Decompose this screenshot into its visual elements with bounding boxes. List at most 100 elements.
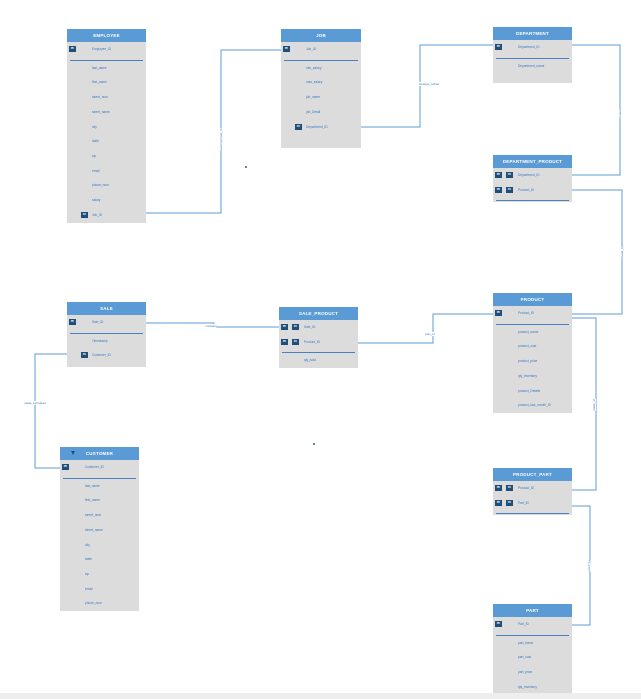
fk-key-icon: FK (506, 499, 513, 506)
attribute-row[interactable]: Department_name (493, 61, 572, 71)
attribute-row[interactable]: phone_num (60, 598, 139, 608)
attribute-row[interactable]: product_last_month_ID (493, 400, 572, 410)
attribute-row[interactable]: product_price (493, 356, 572, 366)
attribute-row[interactable]: part_price (493, 667, 572, 677)
attribute-row[interactable]: city (60, 540, 139, 550)
attribute-row[interactable]: max_salary (281, 77, 361, 87)
attribute-row[interactable]: state (60, 554, 139, 564)
connector-product-product-part[interactable] (572, 317, 597, 491)
connector-sale-product-product[interactable] (358, 313, 493, 344)
connector-sale-customer[interactable] (34, 353, 80, 469)
attribute-row[interactable]: city (67, 122, 146, 132)
fk-key-icon: FK (506, 485, 513, 491)
attribute-name: Customer_ID (92, 353, 111, 358)
attribute-name: city (92, 124, 97, 129)
attribute-row[interactable]: street_name (60, 525, 139, 535)
attribute-row[interactable]: zip (60, 569, 139, 579)
relationship-label: made_of (592, 399, 596, 411)
bottom-scrollbar[interactable] (0, 693, 641, 699)
relationship-label: made_by (620, 245, 624, 259)
entity-title: PRODUCT (493, 293, 572, 306)
relationship-label: part_of (425, 332, 435, 336)
attribute-row[interactable]: part_cost (493, 652, 572, 662)
attribute-row[interactable]: product_Details (493, 386, 572, 396)
connector-department-product-product[interactable] (572, 189, 623, 315)
pk-key-icon: PK (62, 464, 69, 470)
attribute-name: Sale_ID (304, 325, 316, 329)
attribute-row[interactable]: product_name (493, 327, 572, 337)
attribute-row[interactable]: last_name (67, 63, 146, 73)
connector-department-department-product[interactable] (572, 44, 621, 176)
attribute-row[interactable]: job_Detail (281, 107, 361, 117)
attribute-name: last_name (92, 65, 107, 70)
attribute-row[interactable]: last_name (60, 481, 139, 491)
attribute-name: city (85, 542, 90, 547)
attribute-name: Product_ID (518, 187, 534, 192)
attribute-row[interactable]: qty_inventory (493, 371, 572, 381)
attribute-row[interactable]: qty_sold (279, 355, 358, 365)
attribute-row[interactable]: part_name (493, 638, 572, 648)
connector-job-department[interactable] (361, 44, 493, 128)
attribute-row[interactable]: email (67, 166, 146, 176)
attribute-name: state (92, 139, 99, 144)
attribute-row[interactable]: first_name (67, 77, 146, 87)
attribute-name: Product_ID (304, 339, 320, 344)
attribute-name: street_num (92, 95, 108, 100)
pk-key-icon: PK (281, 338, 288, 345)
attribute-name: part_price (518, 670, 533, 675)
attribute-row[interactable]: zip (67, 151, 146, 161)
attribute-name: Department_ID (518, 45, 540, 49)
key-separator (496, 200, 569, 202)
attribute-name: product_name (518, 329, 539, 334)
attribute-row[interactable]: min_salary (281, 63, 361, 73)
attribute-row[interactable]: phone_num (67, 180, 146, 190)
key-separator (496, 323, 569, 325)
attribute-row[interactable]: Timestamp (67, 336, 146, 346)
entity-title: JOB (281, 29, 361, 42)
attribute-name: job_name (306, 95, 320, 100)
attribute-row[interactable]: qty_inventory (493, 682, 572, 692)
attribute-row[interactable]: job_name (281, 92, 361, 102)
attribute-row[interactable]: email (60, 584, 139, 594)
connector-employee-job[interactable] (146, 49, 281, 214)
attribute-row[interactable]: state (67, 136, 146, 146)
attribute-row[interactable]: street_num (60, 510, 139, 520)
attribute-row[interactable]: street_num (67, 92, 146, 102)
attribute-name: product_last_month_ID (518, 403, 551, 408)
attribute-row[interactable]: street_name (67, 107, 146, 117)
pk-key-icon: PK (495, 621, 502, 627)
collapse-triangle-icon[interactable] (71, 451, 75, 455)
attribute-row[interactable]: salary (67, 195, 146, 205)
attribute-row[interactable]: product_cost (493, 341, 572, 351)
fk-key-icon: FK (81, 211, 88, 218)
attribute-row[interactable]: first_name (60, 495, 139, 505)
attribute-name: Product_ID (518, 311, 534, 315)
entity-title: PART (493, 604, 572, 617)
